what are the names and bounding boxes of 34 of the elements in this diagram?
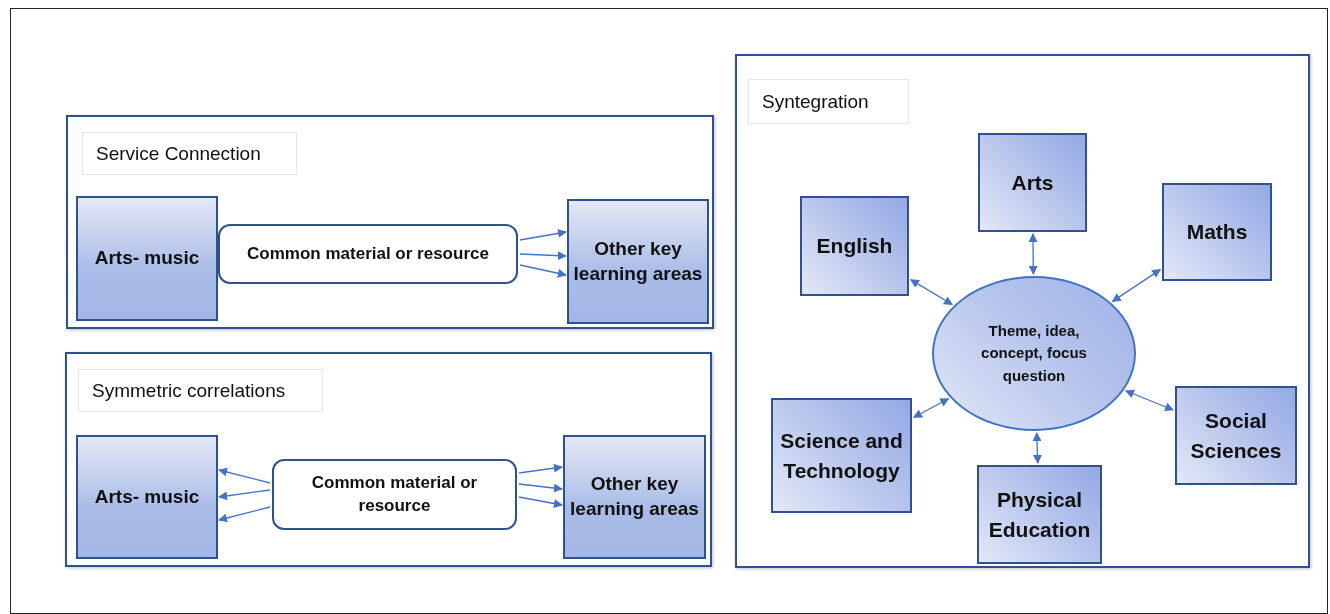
arrow bbox=[519, 251, 567, 261]
subject-box: Other key learning areas bbox=[563, 435, 706, 559]
arrow bbox=[218, 467, 271, 484]
arrow bbox=[912, 398, 950, 418]
subject-box: Maths bbox=[1162, 183, 1272, 281]
arrow bbox=[519, 228, 567, 241]
group-panel bbox=[66, 115, 714, 329]
subject-box: Other key learning areas bbox=[567, 199, 709, 324]
arrow bbox=[218, 506, 271, 523]
arrow bbox=[1125, 389, 1174, 412]
arrow bbox=[519, 264, 567, 278]
resource-box: Common material or resource bbox=[272, 459, 517, 530]
panel-heading: Service Connection bbox=[82, 132, 297, 175]
arrow bbox=[1032, 432, 1042, 464]
subject-box: Arts- music bbox=[76, 196, 218, 321]
subject-box: Arts- music bbox=[76, 435, 218, 559]
arrow bbox=[1111, 268, 1162, 303]
subject-box: English bbox=[800, 196, 909, 296]
arrow bbox=[518, 463, 563, 474]
subject-box: Social Sciences bbox=[1175, 386, 1297, 485]
arrow bbox=[909, 279, 953, 306]
group-panel bbox=[735, 54, 1310, 568]
subject-box: Physical Education bbox=[977, 465, 1102, 564]
arrow bbox=[518, 483, 563, 493]
group-panel bbox=[65, 352, 712, 567]
subject-box: Arts bbox=[978, 133, 1087, 232]
arrow bbox=[518, 496, 563, 508]
subject-box: Science and Technology bbox=[771, 398, 912, 513]
arrow bbox=[218, 489, 271, 501]
panel-heading: Syntegration bbox=[748, 79, 909, 124]
theme-ellipse: Theme, idea, concept, focus question bbox=[932, 276, 1136, 431]
arrow bbox=[1028, 233, 1038, 275]
panel-heading: Symmetric correlations bbox=[78, 369, 323, 412]
resource-box: Common material or resource bbox=[218, 224, 518, 284]
